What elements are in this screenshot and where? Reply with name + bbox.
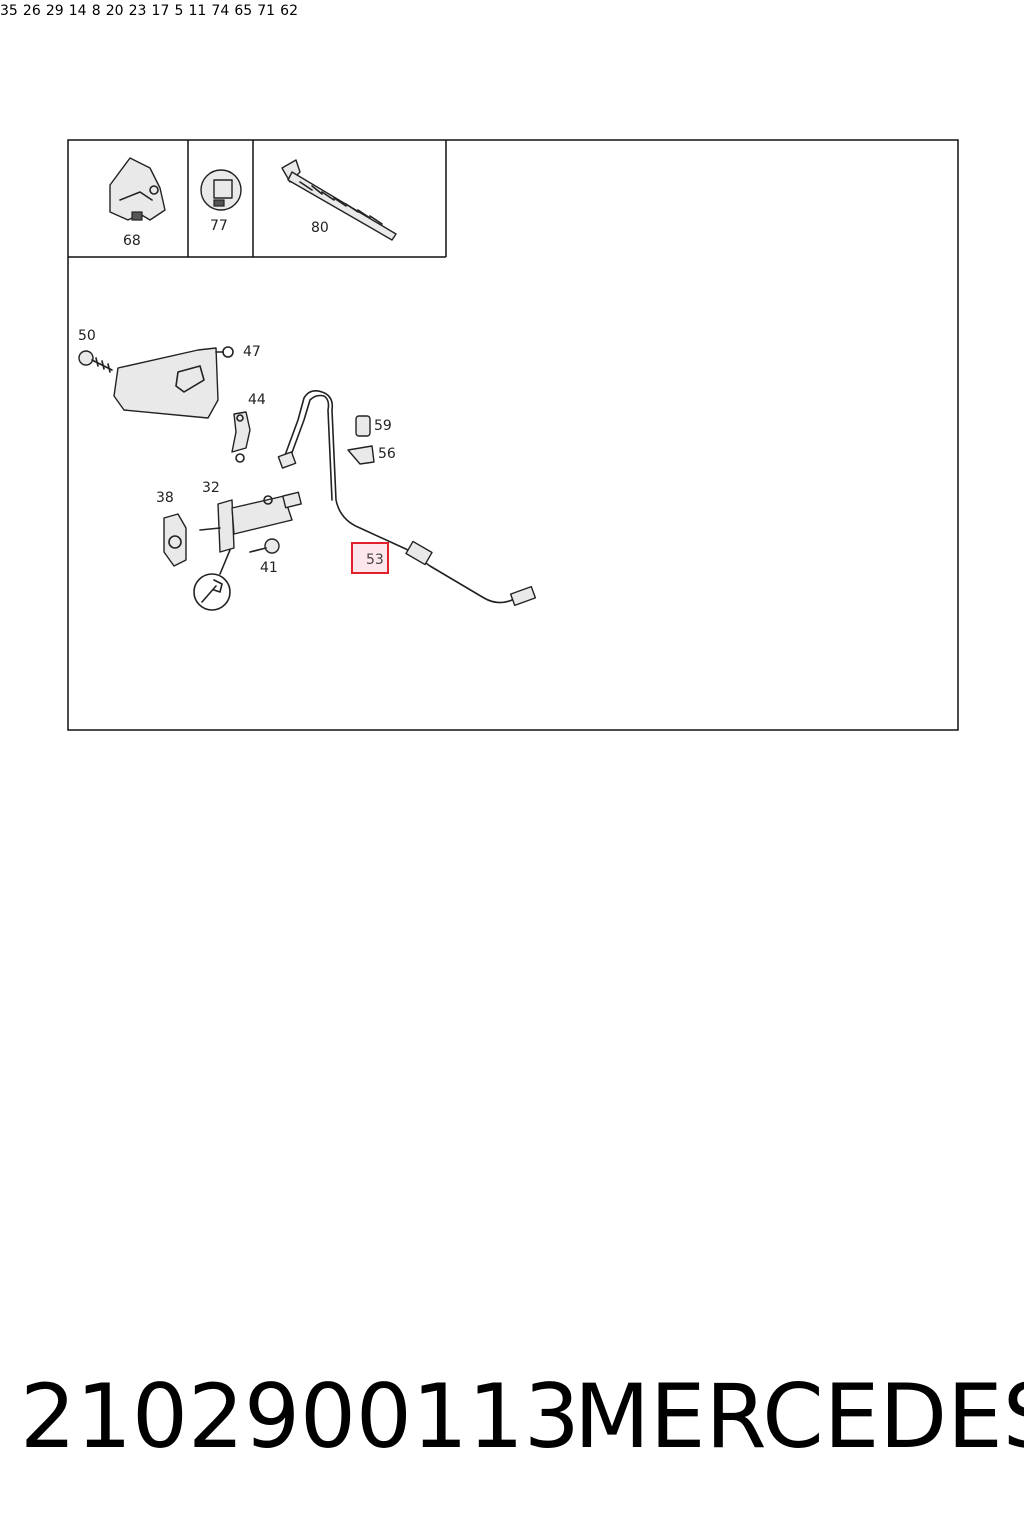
callout-26[interactable]: 26 [22, 3, 41, 19]
part-44-clamp[interactable] [231, 411, 251, 463]
part-80-cable-tie[interactable] [281, 159, 397, 241]
callout-8[interactable]: 8 [91, 3, 101, 19]
diagram-frame [67, 139, 959, 731]
callout-32[interactable]: 32 [202, 480, 220, 496]
callout-71[interactable]: 71 [257, 3, 276, 19]
part-35-wrench-symbol[interactable] [193, 549, 231, 611]
brand-name: MERCEDES [574, 1365, 1024, 1468]
callout-47[interactable]: 47 [243, 344, 261, 360]
part-47-bracket[interactable] [113, 346, 234, 419]
part-77-grommet[interactable] [200, 169, 242, 211]
part-53-clutch-line[interactable] [277, 390, 537, 607]
part-32-slave-cylinder[interactable] [199, 491, 302, 553]
callout-59[interactable]: 59 [374, 418, 392, 434]
callout-68[interactable]: 68 [123, 233, 141, 249]
callout-5[interactable]: 5 [174, 3, 184, 19]
callout-53-highlight[interactable]: 53 [351, 542, 389, 574]
callout-29[interactable]: 29 [45, 3, 64, 19]
callout-62[interactable]: 62 [280, 3, 298, 19]
callout-11[interactable]: 11 [188, 3, 207, 19]
callout-14[interactable]: 14 [68, 3, 87, 19]
part-59-sleeve[interactable] [355, 415, 371, 437]
callout-41[interactable]: 41 [260, 560, 278, 576]
callout-17[interactable]: 17 [151, 3, 170, 19]
callout-50[interactable]: 50 [78, 328, 96, 344]
callout-74[interactable]: 74 [211, 3, 230, 19]
callout-23[interactable]: 23 [128, 3, 147, 19]
part-number: 2102900113 [20, 1365, 580, 1468]
part-56-holder[interactable] [347, 445, 375, 465]
part-41-bolt[interactable] [249, 538, 280, 554]
part-38-gasket[interactable] [163, 513, 187, 567]
callout-35[interactable]: 35 [0, 3, 18, 19]
part-68-clip-bracket[interactable] [109, 157, 166, 221]
parts-diagram: 68 77 80 50 47 44 59 56 [67, 139, 959, 731]
callout-44[interactable]: 44 [248, 392, 266, 408]
callout-20[interactable]: 20 [105, 3, 124, 19]
caption: 2102900113 MERCEDES [0, 1362, 1024, 1472]
callout-77[interactable]: 77 [210, 218, 228, 234]
callout-65[interactable]: 65 [234, 3, 253, 19]
callout-38[interactable]: 38 [156, 490, 174, 506]
callout-53[interactable]: 53 [366, 552, 384, 568]
part-50-bolt[interactable] [78, 350, 113, 373]
callout-80[interactable]: 80 [311, 220, 329, 236]
callout-56[interactable]: 56 [378, 446, 396, 462]
